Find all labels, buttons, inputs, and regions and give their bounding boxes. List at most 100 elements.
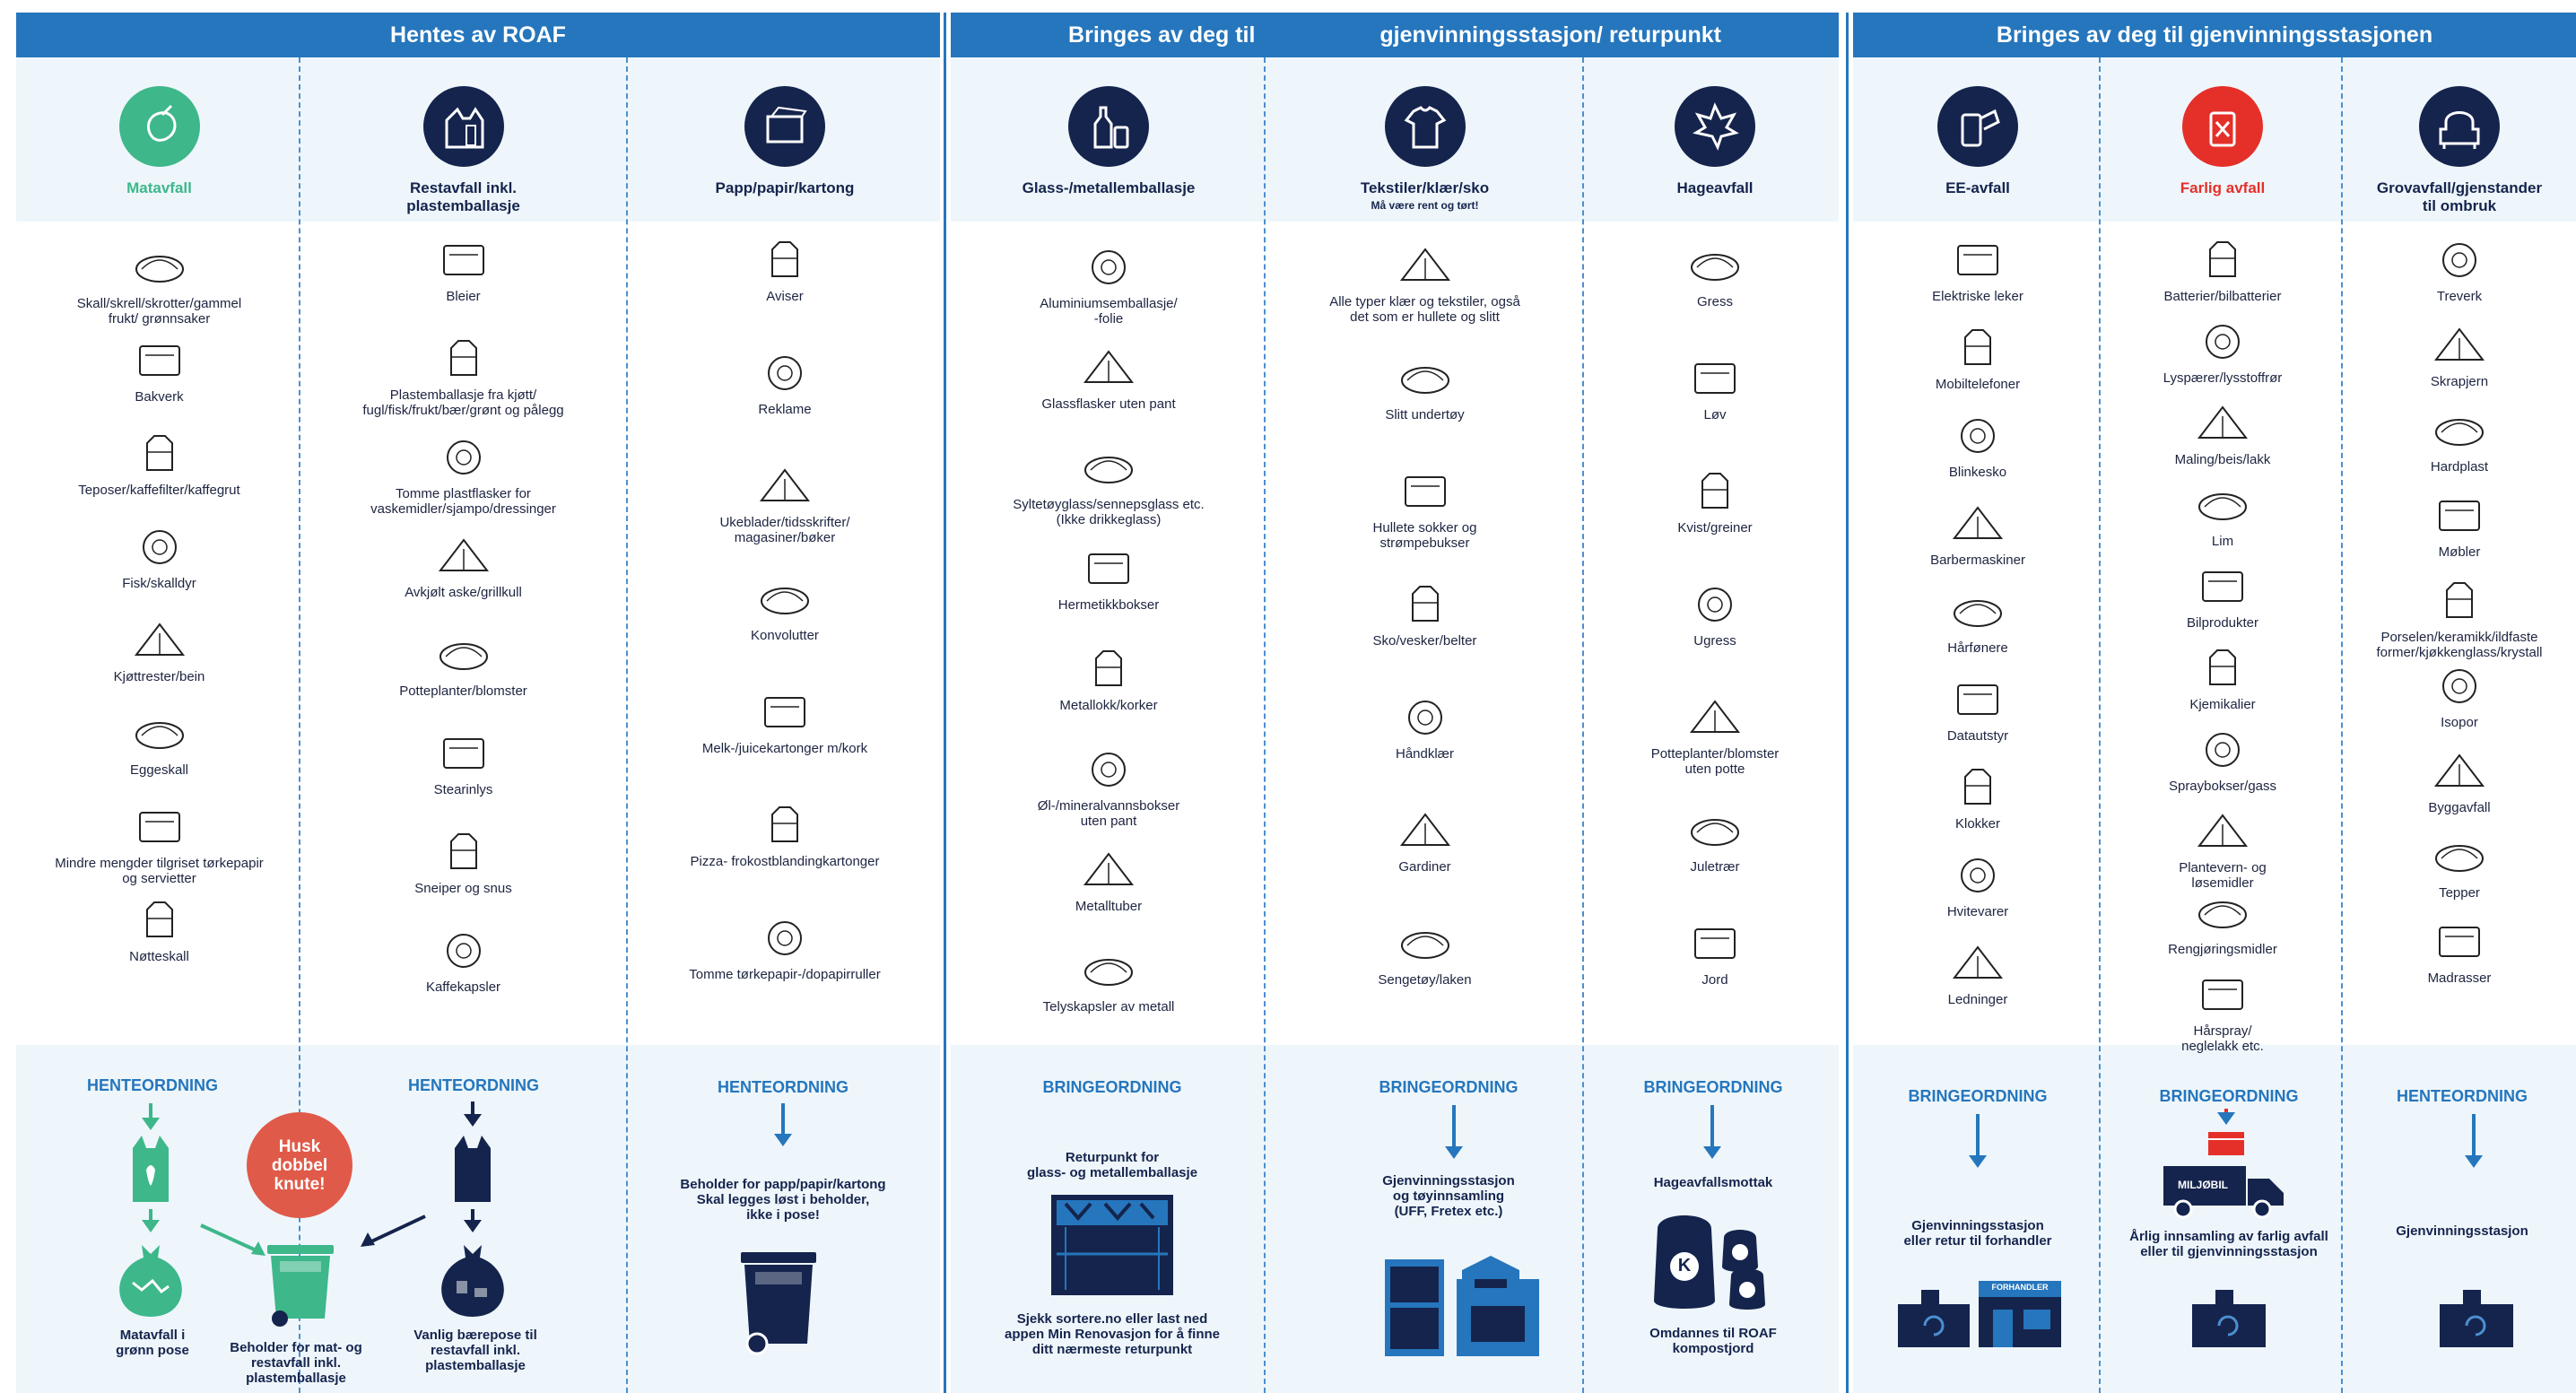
item-label: Stearinlys (433, 782, 493, 797)
item-illustration-icon (1694, 363, 1736, 394)
item-illustration-icon (1400, 367, 1449, 394)
waste-item: Aviser (631, 235, 938, 325)
arrow-down-icon (142, 1103, 160, 1130)
item-label: Hårspray/ neglelakk etc. (2181, 1023, 2264, 1054)
item-label: Avkjølt aske/grillkull (405, 585, 522, 600)
item-label: Telyskapsler av metall (1042, 999, 1175, 1014)
waste-item: Hårfønere (1858, 587, 2097, 676)
waste-item: Konvolutter (631, 574, 938, 664)
item-label: Byggavfall (2428, 800, 2491, 815)
item-label: Hardplast (2430, 459, 2489, 474)
waste-item: Kjøttrester/bein (22, 615, 297, 705)
item-illustration-icon (1399, 248, 1450, 281)
item-label: Slitt undertøy (1385, 407, 1465, 422)
waste-item: Ugress (1588, 579, 1841, 669)
item-illustration-icon (2197, 405, 2249, 439)
item-illustration-icon (1701, 473, 1728, 509)
item-illustration-icon (1088, 553, 1129, 584)
waste-item: Kaffekapsler (304, 926, 622, 1015)
item-label: Blinkesko (1948, 465, 2007, 480)
item-illustration-icon (439, 643, 488, 670)
item-illustration-icon (1691, 819, 1739, 846)
waste-item: Alle typer klær og tekstiler, også det s… (1270, 240, 1580, 330)
item-label: Tomme plastflasker for vaskemidler/sjamp… (370, 486, 556, 517)
arrow-down-red-icon (2217, 1109, 2235, 1125)
item-illustration-icon (1404, 476, 1446, 507)
arrow-diagonal-icon (361, 1215, 426, 1247)
item-label: Teposer/kaffefilter/kaffegrut (78, 483, 240, 498)
compost-bags-icon (1654, 1215, 1765, 1310)
arrow-diagonal-icon (200, 1223, 265, 1256)
item-illustration-icon (449, 340, 477, 376)
order-title: HENTEORDNING (2396, 1087, 2528, 1105)
truck-label: MILJØBIL (2178, 1179, 2228, 1191)
waste-item: Bakverk (22, 335, 297, 425)
item-illustration-icon (1689, 700, 1741, 733)
column-divider (2341, 57, 2343, 1393)
item-illustration-icon (2442, 669, 2476, 703)
item-label: Sengetøy/laken (1378, 972, 1472, 988)
arrow-down-icon (2465, 1114, 2483, 1168)
red-box-icon (2208, 1132, 2244, 1155)
order-title: HENTEORDNING (717, 1078, 849, 1096)
waste-item: Juletrær (1588, 805, 1841, 895)
waste-item: Glassflasker uten pant (956, 343, 1261, 432)
item-label: Gress (1696, 294, 1733, 309)
waste-item: Avkjølt aske/grillkull (304, 531, 622, 621)
item-illustration-icon (142, 530, 177, 564)
item-illustration-icon (438, 538, 489, 571)
order-top-text: Returpunkt for glass- og metallemballasj… (1026, 1150, 1198, 1180)
category-label: Farlig avfall (2180, 179, 2266, 196)
item-illustration-icon (1961, 419, 1995, 453)
waste-item: Byggavfall (2348, 746, 2571, 836)
waste-item: Tomme plastflasker for vaskemidler/sjamp… (304, 432, 622, 522)
item-illustration-icon (1952, 945, 2004, 979)
electronics-icon (1937, 86, 2018, 167)
item-label: Alle typer klær og tekstiler, også det s… (1329, 294, 1520, 325)
item-illustration-icon (771, 241, 798, 277)
item-illustration-icon (446, 934, 481, 968)
bin-icon (267, 1245, 334, 1327)
item-illustration-icon (1698, 588, 1732, 622)
item-illustration-icon (2439, 501, 2480, 531)
item-label: Potteplanter/blomster (399, 683, 527, 699)
waste-item: Maling/beis/lakk (2106, 398, 2339, 488)
item-illustration-icon (1964, 329, 1991, 365)
item-illustration-icon (138, 345, 180, 376)
waste-item: Barbermaskiner (1858, 499, 2097, 588)
item-label: Kjemikalier (2189, 697, 2256, 712)
waste-item: Hårspray/ neglelakk etc. (2106, 970, 2339, 1059)
item-illustration-icon (1084, 457, 1133, 483)
item-illustration-icon (1957, 245, 1998, 275)
item-illustration-icon (2206, 325, 2240, 359)
order-text: Beholder for papp/papir/kartong Skal leg… (680, 1177, 886, 1223)
waste-item: Telyskapsler av metall (956, 945, 1261, 1035)
leaf-icon (1675, 86, 1755, 167)
food-waste-icon (118, 86, 200, 167)
item-illustration-icon (1411, 586, 1439, 622)
waste-item: Syltetøyglass/sennepsglass etc. (Ikke dr… (956, 443, 1261, 533)
waste-item: Hardplast (2348, 405, 2571, 495)
waste-item: Elektriske leker (1858, 235, 2097, 325)
item-illustration-icon (1954, 600, 2002, 627)
waste-item: Potteplanter/blomster (304, 630, 622, 719)
item-illustration-icon (442, 738, 484, 769)
item-label: Tepper (2439, 885, 2480, 901)
order-title: BRINGEORDNING (2159, 1087, 2299, 1105)
item-label: Barbermaskiner (1930, 553, 2025, 568)
order-title: BRINGEORDNING (1042, 1078, 1182, 1096)
item-label: Batterier/bilbatterier (2163, 289, 2282, 304)
order-title: BRINGEORDNING (1908, 1087, 2048, 1105)
item-label: Klokker (1954, 816, 2001, 831)
paper-icon (744, 86, 825, 167)
section-title: Bringes av deg til gjenvinningsstasjonen (1853, 13, 2576, 57)
waste-item: Isopor (2348, 661, 2571, 751)
item-label: Mindre mengder tilgriset tørkepapir og s… (55, 856, 264, 886)
waste-item: Gress (1588, 240, 1841, 330)
order-text: Årlig innsamling av farlig avfall eller … (2129, 1229, 2328, 1259)
waste-item: Madrasser (2348, 917, 2571, 1006)
waste-item: Jord (1588, 919, 1841, 1008)
item-illustration-icon (1957, 684, 1998, 715)
